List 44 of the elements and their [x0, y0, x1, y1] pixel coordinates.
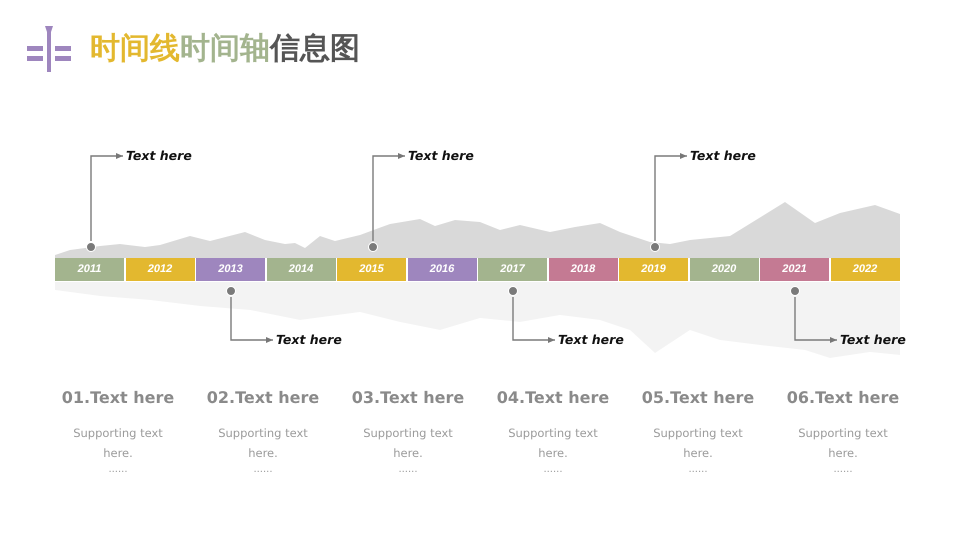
ellipsis-text: ......: [397, 464, 419, 475]
callout-text: Text here: [558, 332, 624, 348]
year-segment: 2015: [337, 258, 407, 281]
year-segment: 2014: [266, 258, 336, 281]
year-segment: 2020: [690, 258, 760, 281]
callout-text: Text here: [690, 148, 756, 164]
year-segment: 2017: [478, 258, 548, 281]
callout-text: Text here: [840, 332, 906, 348]
year-segment: 2019: [619, 258, 689, 281]
ellipsis-text: ......: [542, 464, 564, 475]
year-segment: 2012: [126, 258, 196, 281]
ellipsis-text: ......: [687, 464, 709, 475]
leader-arrow: [794, 297, 837, 343]
ellipsis-text: ......: [832, 464, 854, 475]
year-segment: 2022: [830, 258, 900, 281]
year-segment: 2016: [408, 258, 478, 281]
supporting-text: Supporting text here.: [72, 425, 164, 462]
leader-arrow: [512, 297, 555, 343]
column-heading: 06.Text here: [786, 388, 900, 407]
supporting-text: Supporting text here.: [652, 425, 744, 462]
leader-arrow: [90, 153, 123, 241]
supporting-text: Supporting text here.: [217, 425, 309, 462]
callout-text: Text here: [276, 332, 342, 348]
year-segment: 2018: [548, 258, 618, 281]
supporting-text: Supporting text here.: [507, 425, 599, 462]
callout-text: Text here: [126, 148, 192, 164]
year-segment: 2021: [760, 258, 830, 281]
supporting-text: Supporting text here.: [797, 425, 889, 462]
leader-arrow: [230, 297, 273, 343]
column-heading: 02.Text here: [206, 388, 320, 407]
ellipsis-text: ......: [252, 464, 274, 475]
timeline-dot: [86, 242, 96, 252]
leader-arrow: [372, 153, 405, 241]
supporting-text: Supporting text here.: [362, 425, 454, 462]
column-heading: 01.Text here: [60, 388, 176, 407]
column-heading: 03.Text here: [350, 388, 466, 407]
year-segment: 2013: [196, 258, 266, 281]
column-heading: 04.Text here: [496, 388, 610, 407]
leader-arrow: [654, 153, 687, 241]
column-heading: 05.Text here: [640, 388, 756, 407]
year-segment: 2011: [55, 258, 125, 281]
ellipsis-text: ......: [107, 464, 129, 475]
callout-text: Text here: [408, 148, 474, 164]
title: 时间线时间轴信息图: [90, 30, 360, 68]
